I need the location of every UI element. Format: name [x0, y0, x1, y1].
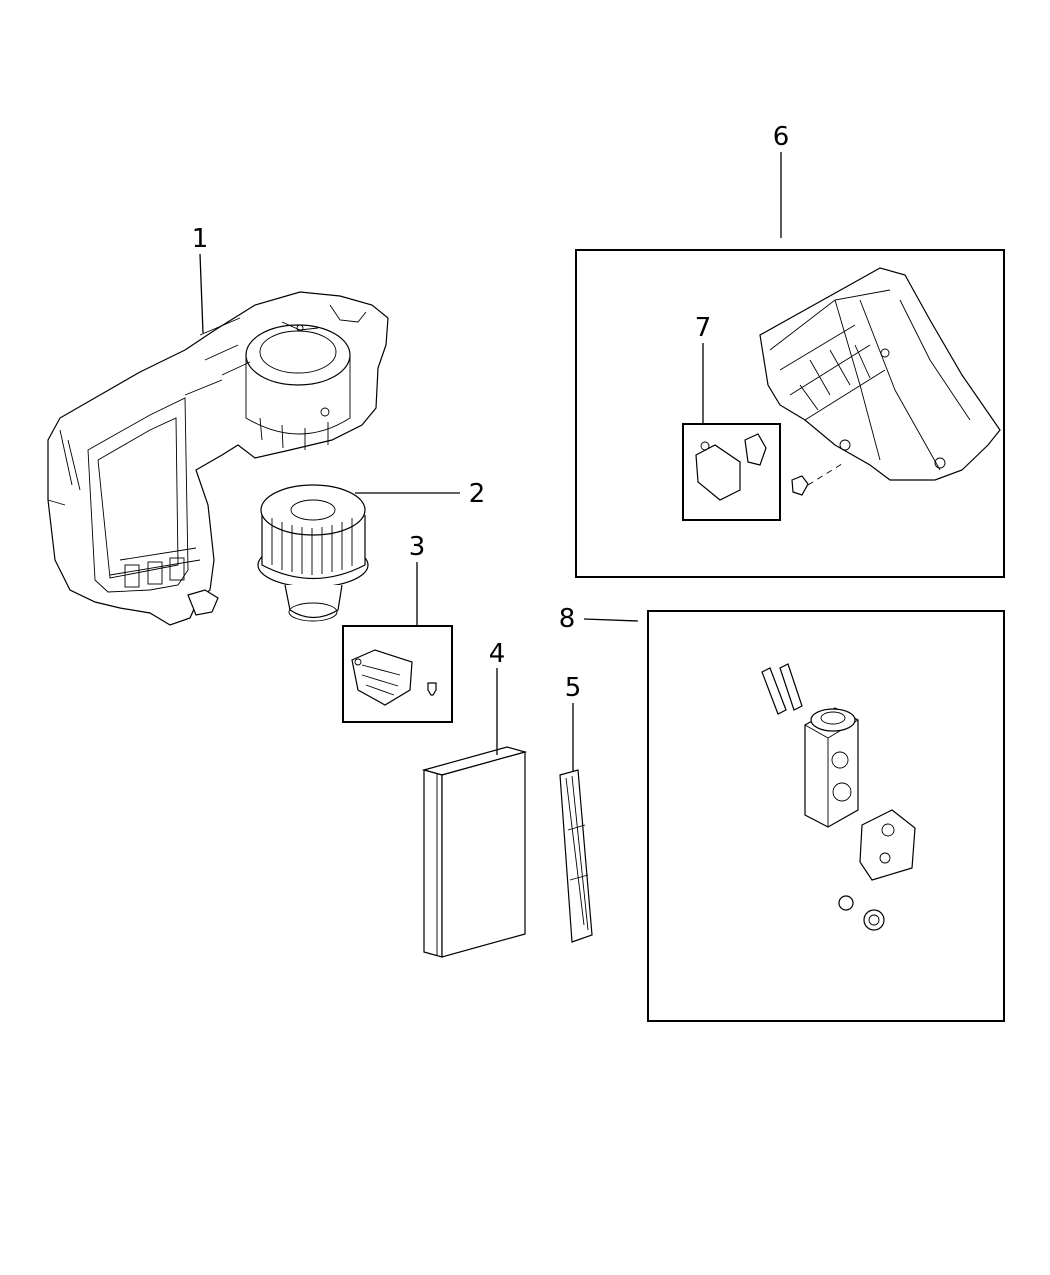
actuator-frame — [682, 423, 781, 521]
screw-6 — [791, 475, 809, 496]
leader-lines — [199, 152, 782, 772]
hvac-housing — [47, 291, 389, 626]
callout-2: 2 — [469, 479, 486, 509]
blower-housing-6 — [759, 267, 1001, 481]
callout-8: 8 — [559, 604, 576, 634]
blower-motor — [257, 484, 369, 622]
callout-6: 6 — [773, 122, 790, 152]
resistor-frame — [342, 625, 453, 723]
kit-8-frame — [647, 610, 1005, 1022]
cabin-air-filter — [421, 746, 528, 958]
callout-5: 5 — [565, 673, 582, 703]
actuator-7 — [695, 433, 767, 501]
callout-1: 1 — [192, 224, 209, 254]
callout-3: 3 — [409, 532, 426, 562]
callout-7: 7 — [695, 313, 712, 343]
expansion-valve-8 — [761, 663, 916, 931]
kit-6-frame — [575, 249, 1005, 578]
resistor-inset — [342, 625, 453, 723]
callout-4: 4 — [489, 639, 506, 669]
filter-door — [559, 769, 593, 943]
